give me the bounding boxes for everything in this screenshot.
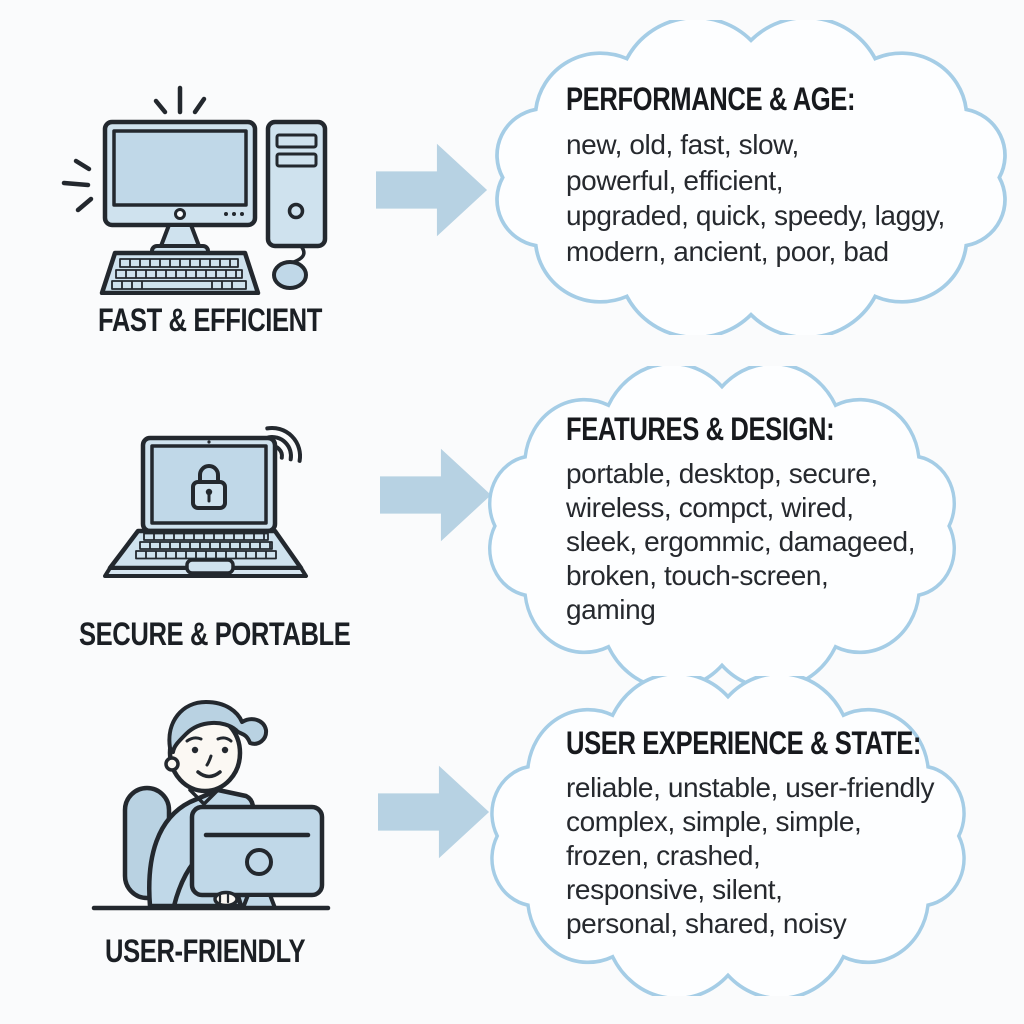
caption-text: USER-FRIENDLY (104, 933, 306, 969)
monitor-back-icon (189, 804, 325, 910)
laptop-base-icon (103, 528, 308, 578)
word-list-line: modern, ancient, poor, bad (566, 235, 889, 267)
cloud-outline (490, 676, 966, 996)
illustration-caption-fast-efficient: FAST & EFFICIENT (70, 302, 350, 339)
secure-laptop-illustration (98, 402, 313, 582)
arrow-right-icon (378, 765, 490, 859)
cloud-outline (488, 366, 956, 686)
collar-icon (188, 786, 222, 806)
monitor-icon (102, 119, 258, 258)
cloud-content: FEATURES & DESIGN: portable, desktop, se… (566, 410, 916, 627)
word-list-line: powerful, efficient, (566, 164, 784, 196)
word-list-line: gaming (566, 594, 656, 625)
word-list-line: new, old, fast, slow, (566, 129, 799, 160)
word-list-line: personal, shared, noisy (566, 908, 847, 939)
word-list-line: responsive, silent, (566, 874, 783, 905)
word-cloud-user-experience-state: USER EXPERIENCE & STATE: reliable, unsta… (478, 676, 978, 996)
word-list-line: broken, touch-screen, (566, 560, 829, 591)
word-list-line: complex, simple, simple, (566, 806, 862, 837)
ear-icon (164, 756, 180, 772)
word-list-line: wireless, compct, wired, (566, 492, 854, 523)
keyboard-icon (99, 250, 261, 296)
smile-icon (196, 770, 222, 779)
word-list-line: upgraded, quick, speedy, laggy, (566, 200, 945, 231)
cloud-heading: PERFORMANCE & AGE: (566, 81, 856, 117)
person-at-computer-icon (91, 700, 331, 911)
desktop-computer-icon (61, 85, 328, 296)
cloud-heading: FEATURES & DESIGN: (566, 411, 835, 447)
arrow-right-icon (376, 143, 488, 237)
mouse-icon (272, 244, 308, 290)
cloud-heading: USER EXPERIENCE & STATE: (566, 725, 922, 761)
desktop-computer-illustration (58, 85, 328, 296)
tower-icon (265, 119, 328, 249)
arrow-right-icon (380, 448, 492, 542)
sparkle-lines-icon (61, 85, 207, 213)
word-list-line: portable, desktop, secure, (566, 458, 878, 489)
caption-text: FAST & EFFICIENT (98, 302, 322, 338)
word-cloud-performance-age: PERFORMANCE & AGE: new, old, fast, slow,… (482, 20, 1020, 335)
hand-icon (213, 890, 239, 908)
hair-icon (167, 700, 269, 754)
illustration-caption-secure-portable: SECURE & PORTABLE (45, 616, 355, 653)
padlock-icon (191, 464, 227, 510)
cloud-content: USER EXPERIENCE & STATE: reliable, unsta… (566, 724, 1010, 941)
word-list-line: sleek, ergommic, damageed, (566, 526, 916, 557)
laptop-icon (103, 426, 308, 578)
word-list-line: frozen, crashed, (566, 840, 761, 871)
illustration-caption-user-friendly: USER-FRIENDLY (55, 933, 355, 970)
caption-text: SECURE & PORTABLE (78, 616, 351, 652)
word-cloud-features-design: FEATURES & DESIGN: portable, desktop, se… (476, 366, 968, 686)
cloud-outline (495, 20, 1007, 335)
person-at-computer-illustration (78, 688, 338, 928)
cloud-content: PERFORMANCE & AGE: new, old, fast, slow,… (566, 80, 945, 269)
word-list-line: reliable, unstable, user-friendly (566, 772, 935, 803)
touchpad-icon (185, 558, 235, 575)
